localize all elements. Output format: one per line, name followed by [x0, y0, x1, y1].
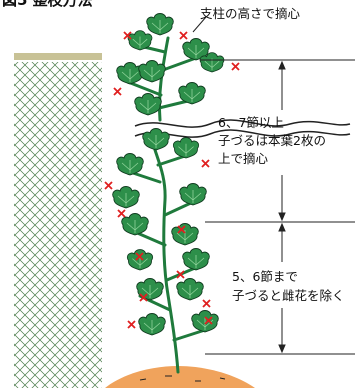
upper-stems [126, 36, 198, 122]
net [14, 62, 102, 388]
soil-mound [105, 366, 255, 388]
upper-label-line-3: 上で摘心 [218, 151, 269, 166]
upper-label-line-1: 6、7節以上 [218, 115, 284, 130]
upper-leaves [116, 13, 225, 116]
lower-pinch-marks [104, 159, 213, 329]
callout-leader [192, 16, 207, 33]
lower-leaves [112, 128, 219, 336]
reference-lines [200, 59, 355, 355]
dimension-arrows [278, 60, 286, 354]
break-lines [134, 119, 351, 138]
upper-label-line-2: 子づるは本葉2枚の [218, 133, 326, 148]
lower-label-line-2: 子づると雌花を除く [232, 288, 345, 303]
callout-label: 支柱の高さで摘心 [200, 6, 301, 21]
figure-title: 図5 整枝方法 [2, 0, 93, 9]
lower-label-line-1: 5、6節まで [232, 269, 298, 284]
net-top-bar [14, 53, 102, 60]
upper-pinch-marks [113, 31, 240, 96]
